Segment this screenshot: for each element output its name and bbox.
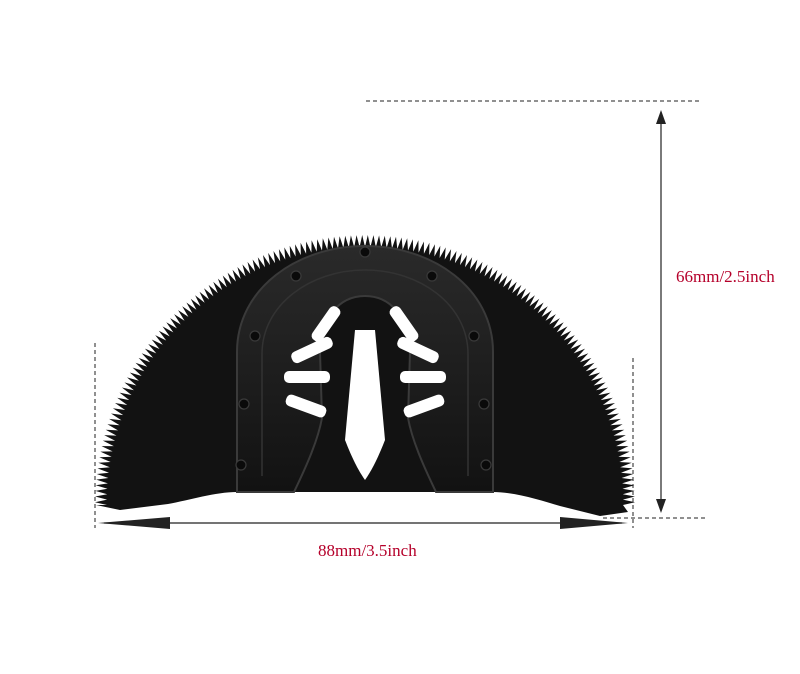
mounting-rivets [235, 246, 492, 471]
brand-label: BBYPP [330, 145, 403, 170]
height-dimension-label: 66mm/2.5inch [676, 267, 775, 286]
width-dimension-label: 88mm/3.5inch [318, 541, 417, 560]
star-mount-opening [284, 306, 446, 480]
material-label: Wood&Plastic [322, 174, 416, 191]
height-dimension-arrow [656, 110, 666, 513]
mounting-plate-inner-edge [261, 269, 469, 476]
size-label: 88mm(3-1/2”) [325, 201, 416, 218]
dimension-guides [94, 100, 705, 528]
width-dimension-arrow [98, 517, 628, 529]
